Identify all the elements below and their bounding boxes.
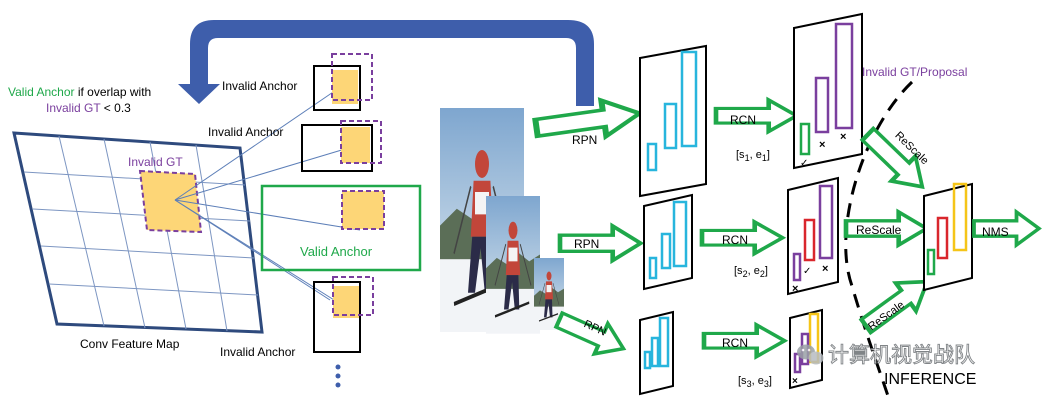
rcn-label-3: RCN [722,336,748,350]
anchor-row-1: Invalid Anchor [222,53,373,111]
scale-range-1: [s1, e1] [736,149,770,163]
image-pyramid [440,108,565,335]
inference-label: INFERENCE [884,371,976,388]
reject-mark-1a: × [819,139,825,151]
valid-anchor-caption: Valid Anchor if overlap with [8,85,151,99]
merged-output-panel [923,182,973,292]
ellipsis-dots [335,364,341,388]
rpn-output-panel-3 [639,310,674,396]
rcn-output-panel-1: × × ✓ [793,12,863,170]
reject-mark-2a: × [822,263,828,275]
reject-mark-3: × [792,376,798,387]
invalid-proposal-label: Invalid GT/Proposal [862,65,967,79]
rpn-output-panel-2 [643,193,693,291]
invalid-gt-label: Invalid GT [128,155,183,169]
feature-map-label: Conv Feature Map [80,337,180,351]
anchor-label-3: Valid Anchor [300,244,373,259]
anchor-label-1: Invalid Anchor [222,79,297,93]
rcn-label-1: RCN [730,113,756,127]
reject-mark-1b: × [840,131,846,143]
feedback-arrow [178,20,594,106]
rpn-label-2: RPN [574,237,599,251]
anchor-row-2: Invalid Anchor [208,120,382,172]
image-scale-2 [484,194,542,335]
watermark-text: 计算机视觉战队 [828,343,975,367]
reject-mark-2b: × [792,283,798,295]
accept-mark-2: ✓ [803,266,811,277]
wechat-icon [797,344,824,365]
anchor-label-4: Invalid Anchor [220,345,295,359]
scale-range-2: [s2, e2] [734,265,768,279]
anchor-row-3: Valid Anchor [260,184,422,272]
watermark: 计算机视觉战队 [797,343,975,367]
accept-mark-1: ✓ [800,158,808,169]
rpn-arrow-3 [550,303,633,366]
anchor-label-2: Invalid Anchor [208,125,283,139]
invalid-gt-threshold-caption: Invalid GT < 0.3 [46,101,131,115]
rcn-label-2: RCN [722,233,748,247]
rcn-output-panel-2: ✓ × × [787,176,839,296]
rescale-label-2: ReScale [856,223,902,237]
anchor-row-4: Invalid Anchor [220,276,374,359]
nms-label: NMS [982,225,1009,239]
rpn-label-1: RPN [572,133,597,147]
invalid-gt-box [138,169,203,234]
rpn-arrow-2 [560,226,641,261]
inference-boundary [844,80,914,397]
rcn-arrow-1 [716,100,797,132]
scale-range-3: [s3, e3] [738,375,772,389]
rpn-output-panel-1 [639,44,707,198]
